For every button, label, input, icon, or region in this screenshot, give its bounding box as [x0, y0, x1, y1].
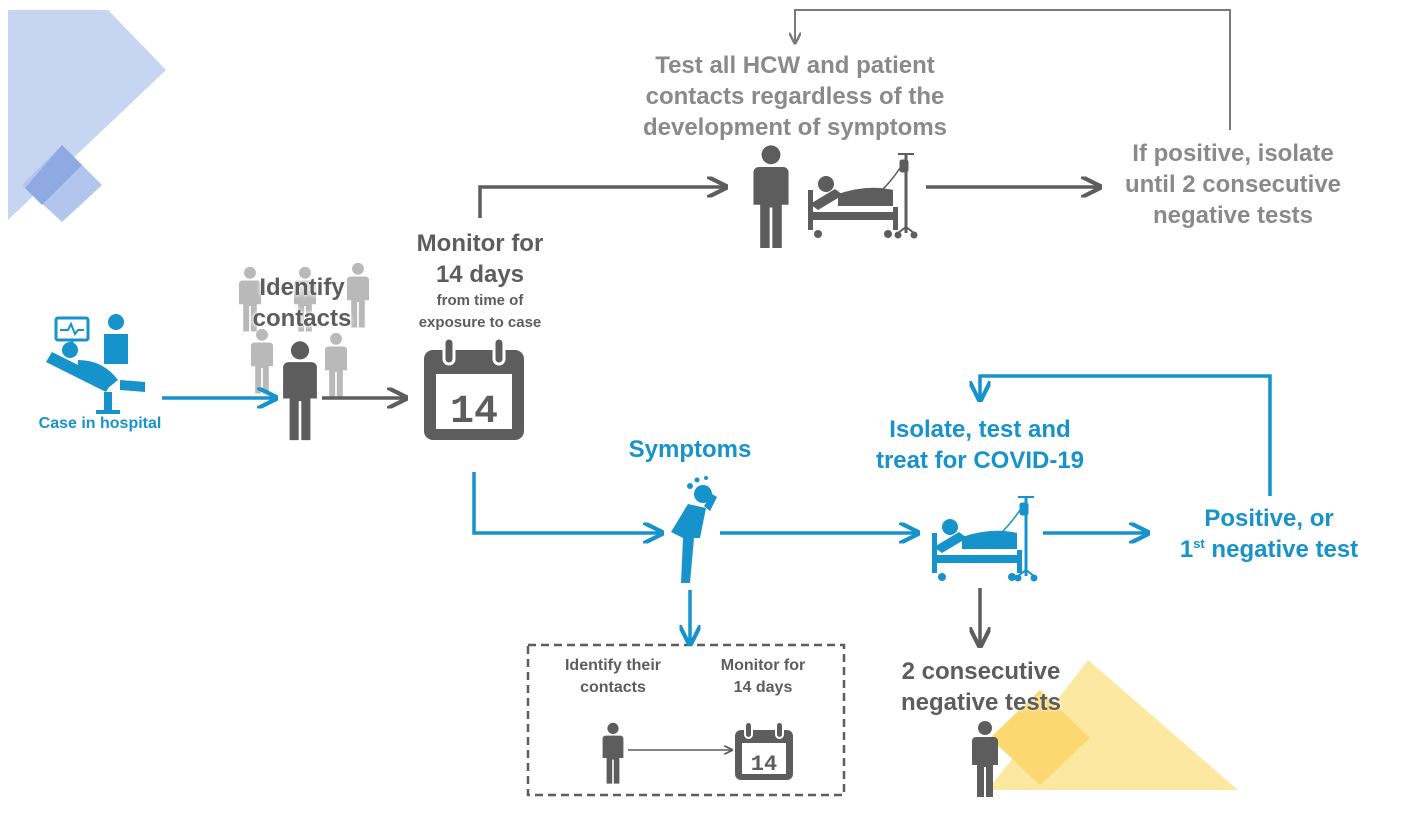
case-in-hospital-label: Case in hospital	[38, 415, 162, 432]
test-all-line2: contacts regardless of the	[645, 83, 945, 110]
positive-line2-sup: st	[1193, 536, 1205, 551]
hospital-case-icon	[46, 314, 145, 414]
calendar-icon	[424, 336, 524, 440]
sub-monitor-label: Monitor for 14 days	[700, 655, 826, 699]
test-all-line1: Test all HCW and patient	[655, 52, 935, 79]
patient-bed-icon	[932, 495, 1039, 583]
monitor-title-line1: Monitor for	[416, 230, 544, 257]
monitor-label: Monitor for 14 days from time of exposur…	[392, 228, 568, 334]
connectors	[162, 9, 1272, 750]
test-all-line3: development of symptoms	[642, 114, 948, 141]
positive-line2: 1st negative test	[1156, 534, 1382, 565]
calendar-number: 14	[450, 390, 498, 435]
if-positive-line1: If positive, isolate	[1132, 140, 1334, 167]
isolate-line1: Isolate, test and	[889, 416, 1071, 443]
identify-line1: Identify	[259, 274, 345, 301]
positive-line2-rest: negative test	[1204, 536, 1359, 563]
test-all-label: Test all HCW and patient contacts regard…	[600, 50, 990, 143]
sub-calendar-number: 14	[751, 752, 777, 777]
two-negative-line2: negative tests	[900, 689, 1062, 716]
patient-bed-icon	[808, 152, 919, 240]
positive-line2-num: 1	[1179, 536, 1194, 563]
monitor-sub-line2: exposure to case	[418, 314, 542, 331]
sub-identify-label: Identify their contacts	[540, 655, 686, 699]
if-positive-line3: negative tests	[1152, 202, 1314, 229]
if-positive-label: If positive, isolate until 2 consecutive…	[1098, 138, 1368, 231]
calendar-icon	[735, 721, 793, 780]
arrow-positive-loop	[795, 9, 1231, 130]
positive-line1: Positive, or	[1204, 505, 1334, 532]
person-icon	[283, 341, 317, 441]
isolate-label: Isolate, test and treat for COVID-19	[850, 414, 1110, 476]
monitor-title-line2: 14 days	[435, 261, 525, 288]
sub-monitor-line1: Monitor for	[720, 657, 806, 674]
arrow-calendar-to-symptoms	[472, 472, 660, 533]
identify-line2: contacts	[252, 305, 352, 332]
if-positive-line2: until 2 consecutive	[1124, 171, 1342, 198]
deco-yellow-shape	[988, 660, 1238, 790]
two-negative-line1: 2 consecutive	[901, 658, 1061, 685]
two-negative-label: 2 consecutive negative tests	[876, 656, 1086, 718]
isolate-line2: treat for COVID-19	[875, 447, 1085, 474]
arrow-monitor-to-test	[478, 187, 724, 218]
positive-label: Positive, or 1st negative test	[1156, 503, 1382, 565]
symptoms-label: Symptoms	[628, 436, 752, 463]
sub-monitor-line2: 14 days	[733, 679, 793, 696]
deco-blue-shape	[8, 10, 166, 222]
monitor-sub-line1: from time of	[436, 292, 524, 309]
sub-identify-line2: contacts	[580, 679, 646, 696]
person-icon	[753, 145, 789, 248]
person-icon	[602, 722, 624, 784]
sub-identify-line1: Identify their	[564, 657, 661, 674]
symptoms-person-icon	[671, 476, 717, 583]
identify-contacts-label: Identify contacts	[236, 272, 368, 334]
arrow-positive-to-isolate	[980, 374, 1272, 496]
